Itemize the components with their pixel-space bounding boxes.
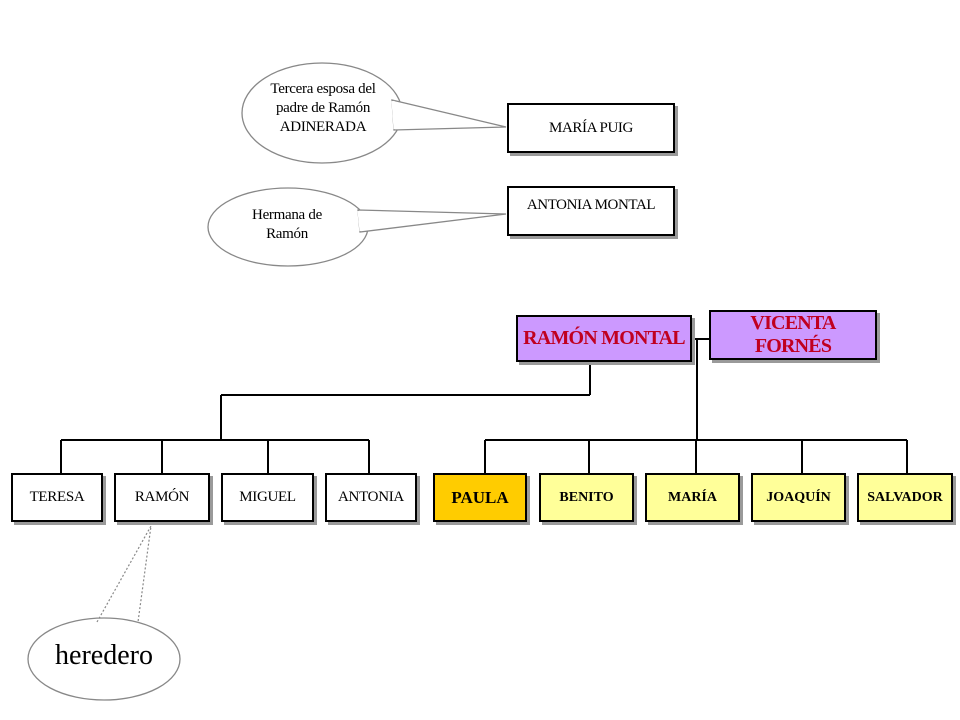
child-miguel: MIGUEL [221, 473, 314, 522]
person-label: ANTONIA [338, 489, 404, 505]
note-text-maria-puig: Tercera esposa del padre de Ramón ADINER… [262, 80, 384, 137]
person-label: JOAQUÍN [766, 489, 831, 505]
child-benito: BENITO [539, 473, 634, 522]
note-line: Hermana de [252, 207, 322, 223]
person-label: BENITO [559, 489, 614, 505]
note-line: ADINERADA [279, 119, 367, 135]
person-ramon-montal: RAMÓN MONTAL [516, 315, 692, 362]
note-pointer-heredero [96, 525, 152, 623]
note-bubble-heredero [27, 617, 181, 701]
note-line: Ramón [266, 226, 308, 242]
person-label: MARÍA [668, 489, 717, 505]
child-ramon: RAMÓN [114, 473, 210, 522]
person-label: PAULA [451, 487, 509, 507]
child-maria: MARÍA [645, 473, 740, 522]
child-teresa: TERESA [11, 473, 103, 522]
person-label: ANTONIA MONTAL [526, 197, 656, 213]
person-label: MARÍA PUIG [549, 119, 633, 136]
note-line: padre de Ramón [275, 100, 371, 116]
person-vicenta-fornes: VICENTA FORNÉS [709, 310, 877, 360]
note-text-heredero: heredero [55, 640, 153, 671]
child-paula: PAULA [433, 473, 527, 522]
tree-lines [60, 338, 908, 473]
note-line: Tercera esposa del [270, 81, 376, 97]
person-label: TERESA [29, 489, 85, 505]
note-text-antonia: Hermana de Ramón [232, 206, 342, 244]
person-label: RAMÓN MONTAL [523, 327, 685, 349]
person-antonia-montal: ANTONIA MONTAL [507, 186, 675, 236]
child-salvador: SALVADOR [857, 473, 953, 522]
person-label: RAMÓN [134, 489, 190, 505]
person-label: MIGUEL [239, 489, 296, 505]
person-label: SALVADOR [867, 489, 943, 505]
person-maria-puig: MARÍA PUIG [507, 103, 675, 153]
note-pointer-antonia [357, 209, 507, 233]
child-antonia: ANTONIA [325, 473, 417, 522]
child-joaquin: JOAQUÍN [751, 473, 846, 522]
note-pointer-maria-puig [391, 99, 507, 131]
person-label: VICENTA FORNÉS [750, 312, 836, 357]
